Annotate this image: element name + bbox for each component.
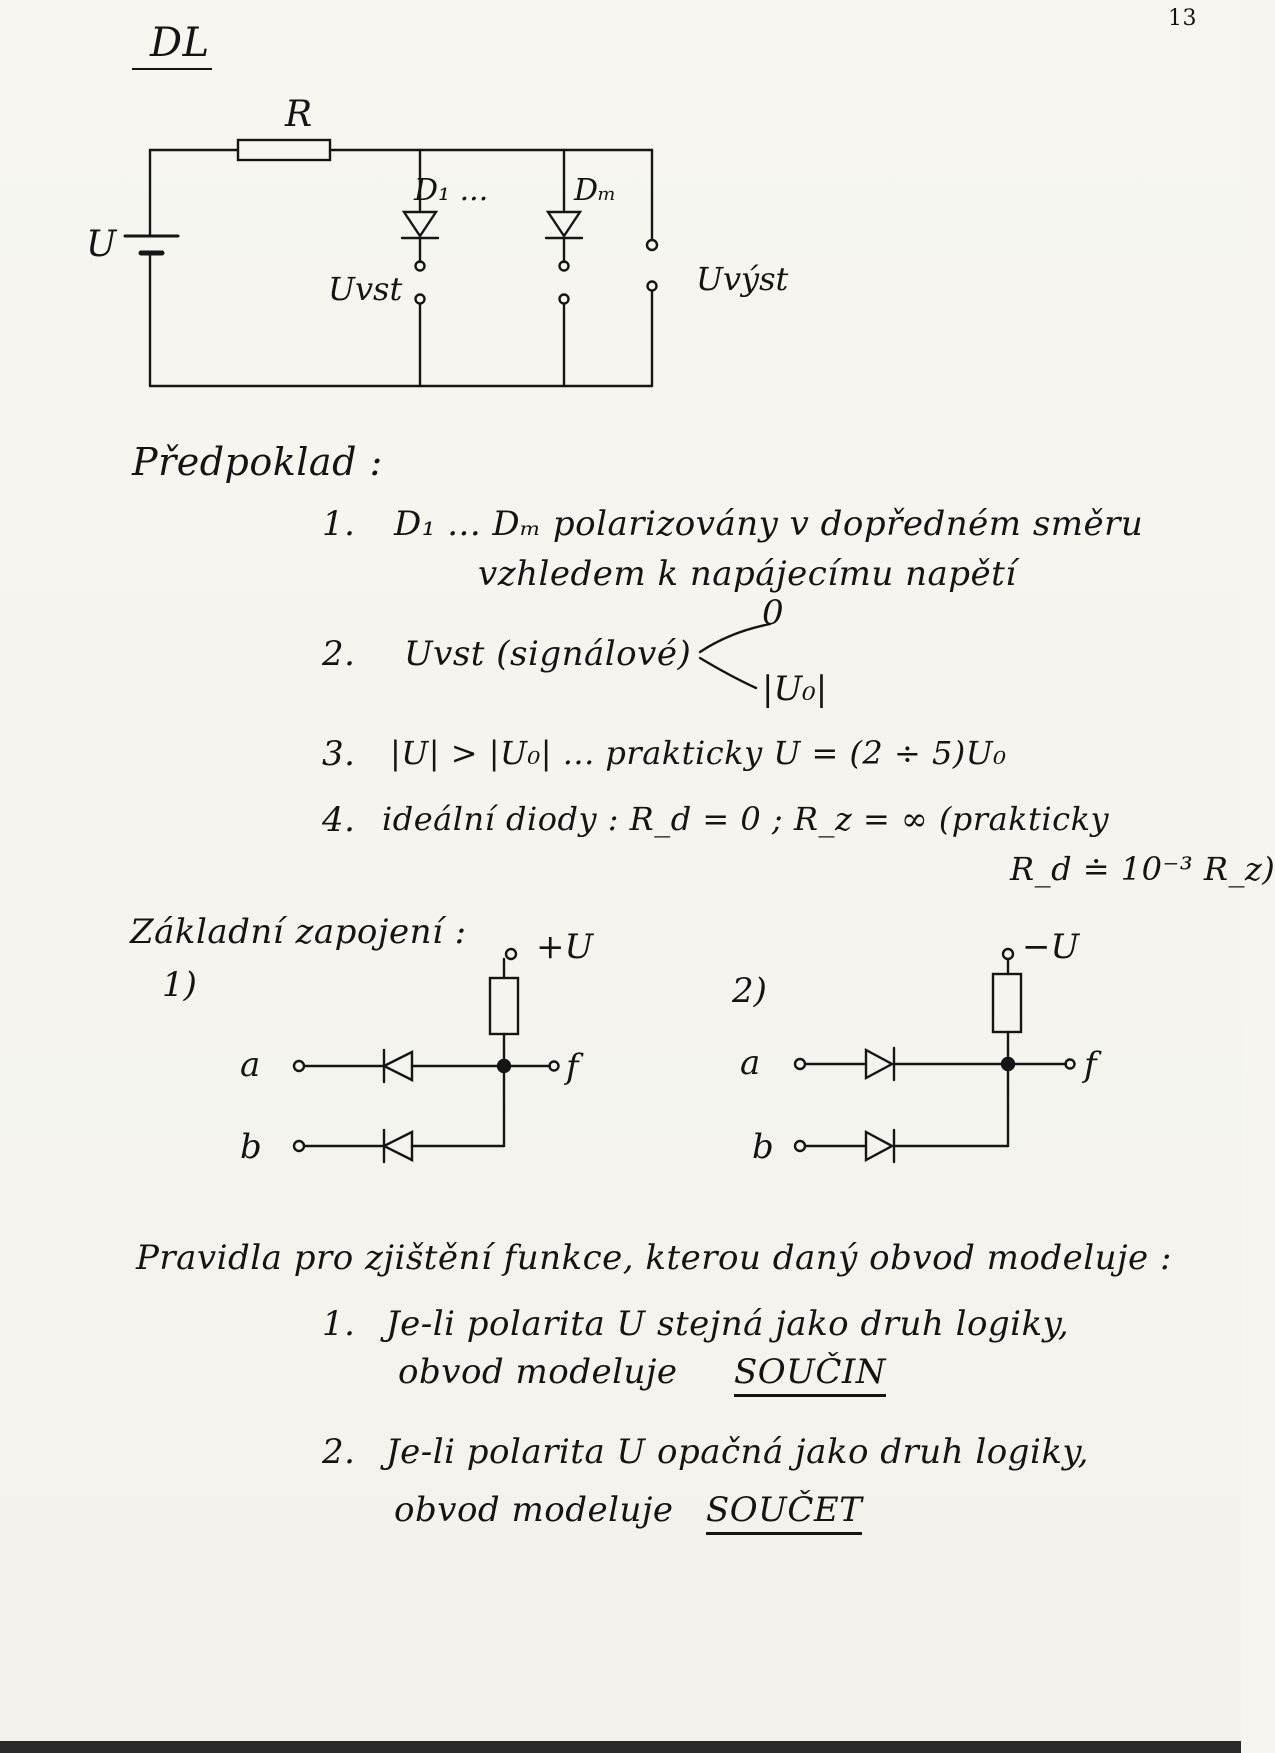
basic-connection-heading: Základní zapojení :: [130, 912, 467, 952]
label-input: Uvst: [328, 270, 402, 308]
top-circuit: [123, 138, 659, 388]
c2-label: 2): [731, 971, 767, 1011]
diode-dm: [544, 148, 584, 388]
resistor-r: [236, 138, 332, 162]
basic-circuit-1: [292, 947, 560, 1164]
assumption-3-num: 3.: [322, 734, 356, 774]
label-diode-first: D₁ ...: [413, 173, 488, 208]
diode-d1: [400, 148, 440, 388]
c1-output: f: [563, 1047, 584, 1087]
diode-b-1: [381, 1128, 414, 1164]
assumption-4-line-1: ideální diody : R_d = 0 ; R_z = ∞ (prakt…: [382, 800, 1110, 838]
label-source: U: [86, 224, 118, 265]
label-output: Uvýst: [696, 260, 789, 298]
title-underline: [132, 68, 212, 70]
pullup-resistor: [488, 976, 520, 1036]
c2-input-a: a: [740, 1043, 760, 1083]
signal-branch-lower: [698, 656, 758, 690]
c1-input-a: a: [240, 1045, 260, 1085]
assumption-4-num: 4.: [322, 800, 356, 840]
assumption-1-num: 1.: [322, 504, 356, 544]
drawings: R U D₁ ... Dₘ Uvst Uvýst 1) +U a b f 2) …: [86, 94, 1102, 1167]
diode-a-2: [864, 1046, 896, 1082]
assumption-1-line-1: D₁ ... Dₘ polarizovány v dopředném směru: [394, 504, 1144, 544]
rule-1-num: 1.: [322, 1304, 356, 1344]
assumption-3-line-1: |U| > |U₀| ... prakticky U = (2 ÷ 5)U₀: [390, 734, 1007, 772]
c2-supply: −U: [1022, 927, 1080, 967]
signal-branch-0: 0: [762, 593, 784, 633]
diode-b-2: [864, 1128, 896, 1164]
rule-2-result: SOUČET: [706, 1490, 863, 1535]
assumptions-heading: Předpoklad :: [132, 440, 383, 484]
diode-a-1: [381, 1048, 414, 1084]
rule-1-result: SOUČIN: [734, 1352, 887, 1397]
c2-output: f: [1081, 1045, 1102, 1085]
rules-heading: Pravidla pro zjištění funkce, kterou dan…: [136, 1238, 1172, 1278]
pulldown-resistor: [991, 972, 1023, 1034]
signal-branch-u0: |U₀|: [762, 669, 827, 709]
rule-2-line-1: Je-li polarita U opačná jako druh logiky…: [386, 1432, 1089, 1472]
rule-1-line-2: obvod modeluje: [398, 1352, 678, 1392]
c1-supply: +U: [536, 927, 594, 967]
assumption-2-line-1: Uvst (signálové): [404, 634, 692, 674]
assumption-1-line-2: vzhledem k napájecímu napětí: [478, 554, 1017, 594]
output-terminals: [645, 148, 659, 388]
c1-input-b: b: [240, 1127, 262, 1167]
page-title: DL: [150, 20, 210, 66]
assumption-4-line-2: R_d ≐ 10⁻³ R_z): [1010, 850, 1275, 888]
rule-1-line-1: Je-li polarita U stejná jako druh logiky…: [386, 1304, 1070, 1344]
rule-2-line-2: obvod modeluje: [394, 1490, 674, 1530]
label-diode-last: Dₘ: [573, 173, 616, 208]
rule-2-num: 2.: [322, 1432, 356, 1472]
label-resistor: R: [284, 94, 312, 135]
page-number: 13: [1168, 6, 1197, 31]
basic-circuit-2: [793, 947, 1076, 1164]
c2-input-b: b: [752, 1127, 774, 1167]
c1-label: 1): [162, 965, 197, 1005]
scan-edge: [0, 1741, 1241, 1753]
signal-branch-upper: [698, 622, 772, 654]
assumption-2-num: 2.: [322, 634, 356, 674]
